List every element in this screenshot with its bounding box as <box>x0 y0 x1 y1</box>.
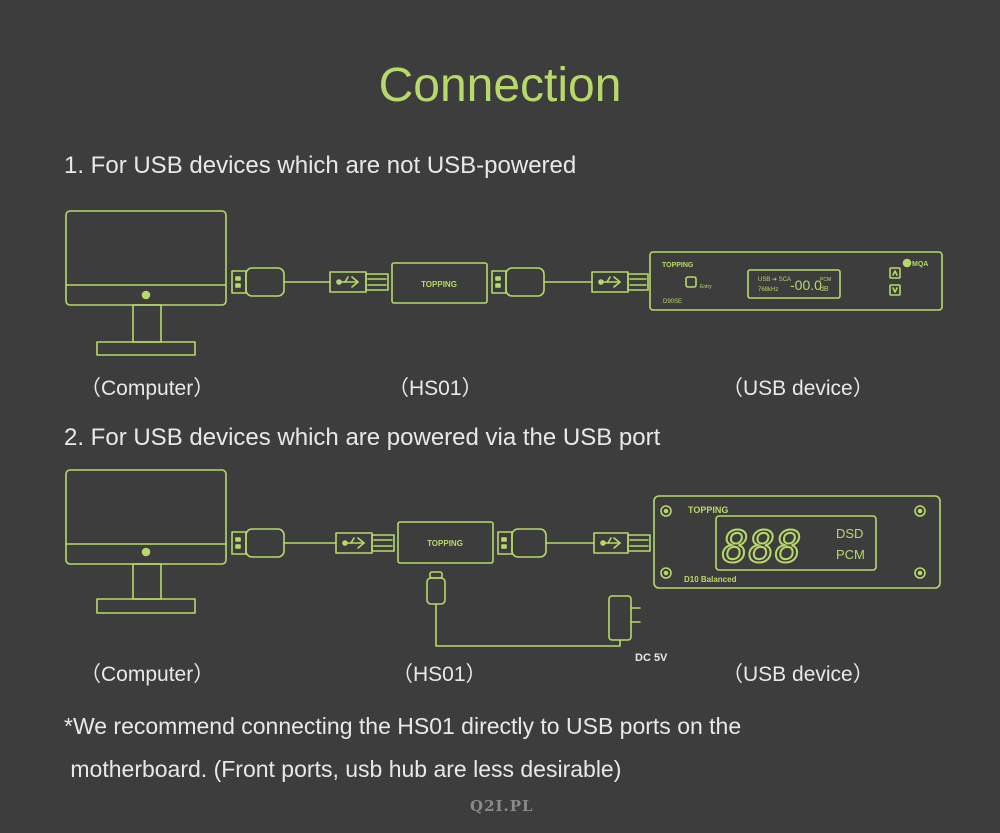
usb-plug-icon <box>491 267 593 297</box>
section-2-heading: 2. For USB devices which are powered via… <box>64 424 661 451</box>
recommendation-note-line-1: *We recommend connecting the HS01 direct… <box>64 713 742 739</box>
section-1-heading: 1. For USB devices which are not USB-pow… <box>64 152 577 179</box>
device1-unit-bottom: dB <box>820 286 829 293</box>
usb-connector-icon <box>329 271 389 293</box>
usb-device-label-2: （USB device） <box>722 663 874 686</box>
device1-unit-top: PCM <box>820 277 831 283</box>
computer-illustration-1 <box>65 210 227 356</box>
usb-connector-icon <box>591 271 649 293</box>
device1-button-label: Entry <box>700 284 712 290</box>
usb-connector-icon <box>593 532 651 554</box>
device1-volume-text: -00.0 <box>790 277 822 293</box>
watermark: Q2I.PL <box>470 797 534 815</box>
device1-rate-text: 768kHz <box>758 287 778 293</box>
usb-device-label-1: （USB device） <box>722 377 874 400</box>
hs01-adapter-1 <box>391 262 488 304</box>
device2-mode-bottom: PCM <box>836 547 865 562</box>
hs01-label-1: （HS01） <box>388 377 483 400</box>
usb-c-power-cable <box>426 571 621 647</box>
computer-illustration-2 <box>65 469 227 614</box>
usb-plug-icon <box>231 267 331 297</box>
device1-model: D90SE <box>663 299 682 305</box>
device2-mode-top: DSD <box>836 526 863 541</box>
hs01-label-2: （HS01） <box>392 663 487 686</box>
power-adapter-icon <box>608 595 641 641</box>
device2-display-digits: 888 <box>722 522 801 573</box>
page-title: Connection <box>378 59 622 112</box>
device1-input-text: USB ➔ SCA <box>758 277 791 283</box>
usb-device-dac-2 <box>653 495 941 589</box>
usb-plug-icon <box>497 528 595 558</box>
usb-device-dac-1 <box>649 251 943 311</box>
device1-mqa-badge: MQA <box>912 261 928 268</box>
recommendation-note-line-2: motherboard. (Front ports, usb hub are l… <box>64 756 622 782</box>
power-label: DC 5V <box>635 652 668 664</box>
hs01-brand-label-2: TOPPING <box>427 539 463 548</box>
computer-label-2: （Computer） <box>80 663 215 686</box>
hs01-brand-label-1: TOPPING <box>421 280 457 289</box>
device1-brand: TOPPING <box>662 262 694 269</box>
usb-connector-icon <box>335 532 395 554</box>
device2-brand: TOPPING <box>688 505 728 515</box>
usb-plug-icon <box>231 528 337 558</box>
computer-label-1: （Computer） <box>80 377 215 400</box>
hs01-adapter-2 <box>397 521 494 564</box>
device2-model: D10 Balanced <box>684 575 737 584</box>
